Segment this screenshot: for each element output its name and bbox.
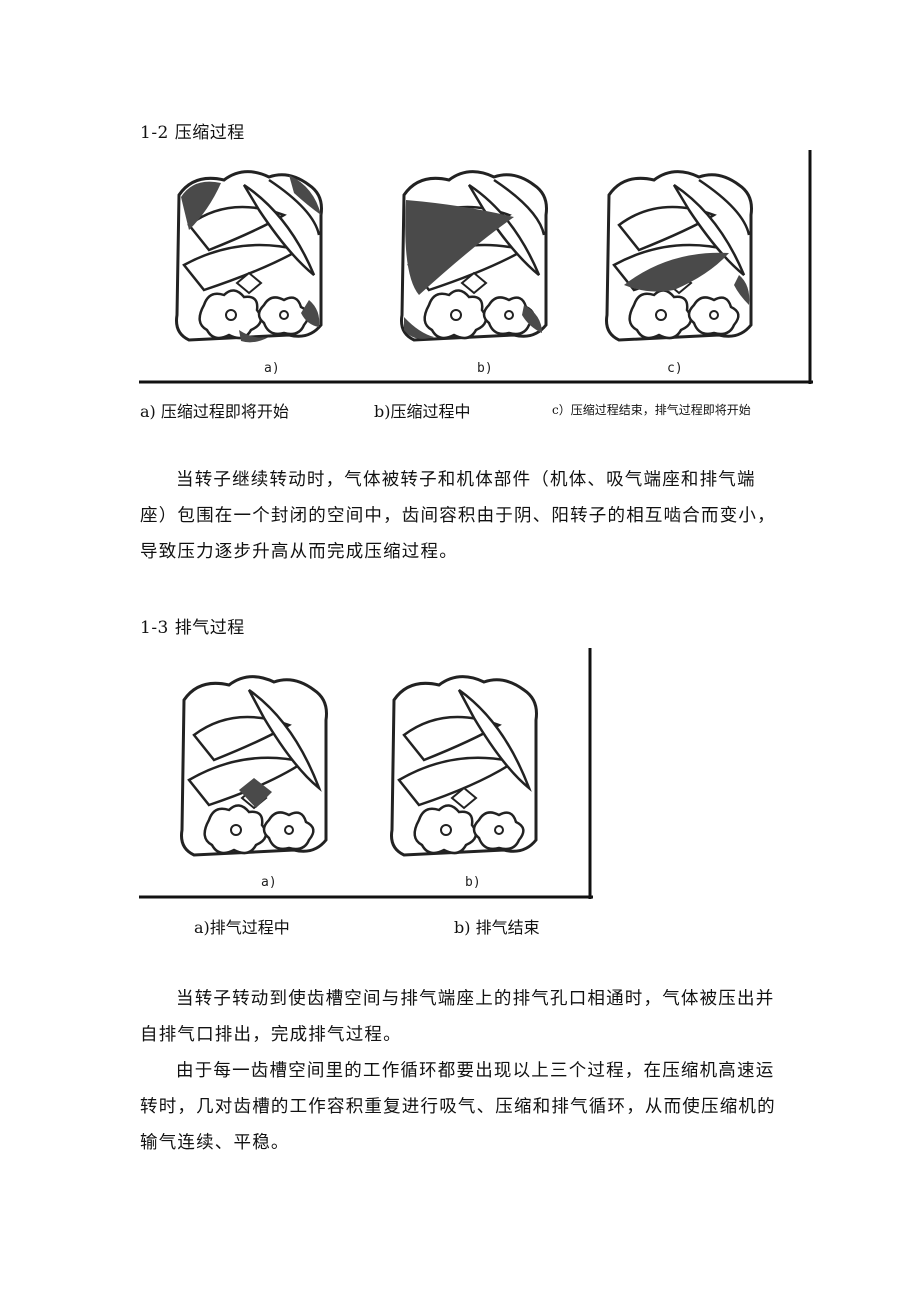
panel-label-c: c) [667, 361, 683, 376]
caption-compress-c: c）压缩过程结束，排气过程即将开始 [552, 403, 751, 417]
discharge-diagram: a) b) [139, 648, 593, 899]
compression-panel-c [605, 170, 753, 342]
paragraph-discharge-1: 当转子转动到使齿槽空间与排气端座上的排气孔口相通时，气体被压出并自排气口排出，完… [140, 989, 775, 1045]
discharge-panel-a [180, 675, 328, 857]
compression-panel-b [400, 170, 548, 342]
compression-diagram: a) b) c) [139, 150, 813, 384]
section-heading-compress: 1-2 压缩过程 [140, 123, 245, 143]
paragraph-discharge-2: 由于每一齿槽空间里的工作循环都要出现以上三个过程，在压缩机高速运转时，几对齿槽的… [140, 1061, 776, 1153]
compression-figure: a) b) c) [139, 150, 813, 386]
caption-discharge-b: b) 排气结束 [454, 918, 540, 937]
discharge-panel-b [390, 675, 538, 857]
caption-compress-b: b)压缩过程中 [374, 402, 471, 421]
panel-label-a: a) [264, 361, 280, 376]
paragraph-compress: 当转子继续转动时，气体被转子和机体部件（机体、吸气端座和排气端座）包围在一个封闭… [140, 470, 776, 562]
discharge-figure: a) b) [139, 648, 593, 900]
caption-discharge-a: a)排气过程中 [194, 918, 290, 937]
compression-panel-a [175, 170, 323, 343]
section-heading-discharge: 1-3 排气过程 [140, 618, 245, 638]
caption-compress-a: a) 压缩过程即将开始 [140, 402, 289, 421]
discharge-panel-label-a: a) [261, 875, 277, 890]
panel-label-b: b) [477, 361, 493, 376]
discharge-panel-label-b: b) [465, 875, 481, 890]
